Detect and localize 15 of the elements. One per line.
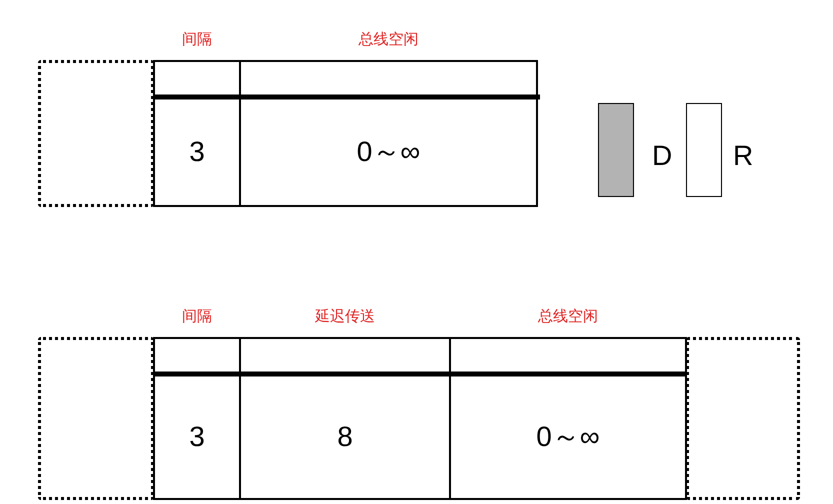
legend-label: R xyxy=(733,140,754,172)
bit-count: 0～∞ xyxy=(536,420,600,454)
bit-count: 8 xyxy=(337,420,353,453)
bit-count: 3 xyxy=(189,420,205,453)
dotted-frame-box xyxy=(38,60,154,207)
bit-count: 0～∞ xyxy=(356,134,420,169)
legend-label: D xyxy=(652,140,672,172)
field-title: 间隔 xyxy=(182,307,212,326)
field-title: 延迟传送 xyxy=(315,307,375,326)
bit-count: 3 xyxy=(189,136,205,168)
field-title: 总线空闲 xyxy=(538,307,598,326)
field-title: 总线空闲 xyxy=(358,30,418,49)
field-title: 间隔 xyxy=(182,30,212,49)
dotted-frame-box xyxy=(686,337,800,500)
dotted-frame-box xyxy=(38,337,154,500)
